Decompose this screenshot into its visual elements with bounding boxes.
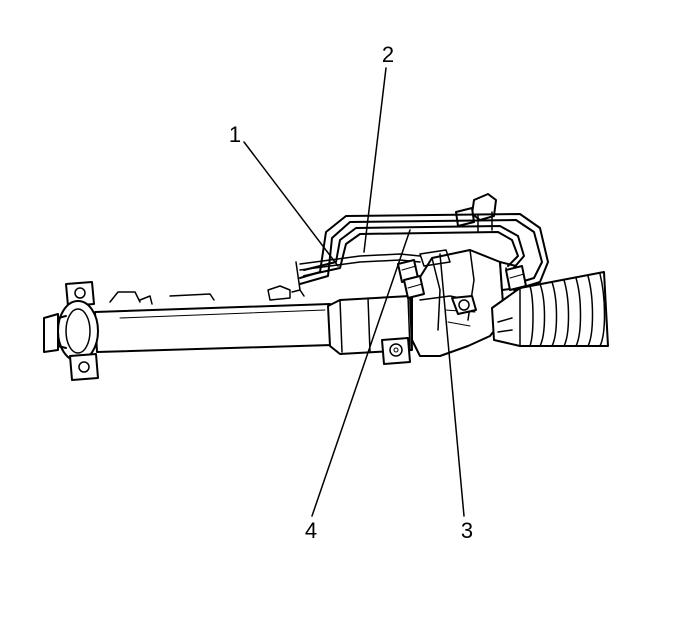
- callout-3: 3: [461, 518, 473, 543]
- left-mounting-clamp: [57, 281, 99, 381]
- callout-4: 4: [305, 518, 317, 543]
- fluid-pipes: [295, 213, 549, 299]
- callout-1: 1: [229, 122, 241, 147]
- valve-housing: [327, 295, 413, 365]
- callout-2: 2: [382, 42, 394, 67]
- leader-lines: [243, 67, 465, 517]
